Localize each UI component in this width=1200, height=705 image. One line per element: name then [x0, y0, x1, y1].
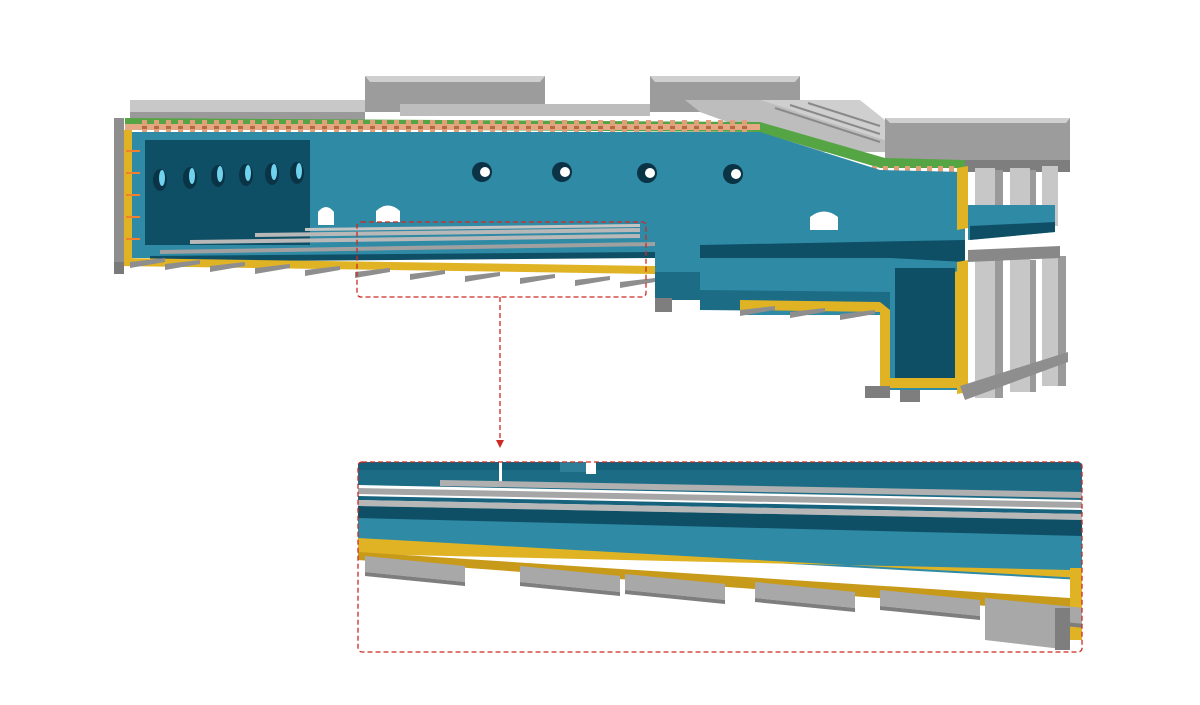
detail-frame — [357, 461, 1083, 653]
detail-enlargement — [357, 461, 1083, 653]
support-beam — [880, 590, 980, 616]
zoom-source-box — [356, 221, 647, 298]
support-beam — [900, 390, 920, 402]
support-beam — [305, 266, 340, 276]
detail-support-beams — [365, 556, 1082, 650]
hearth-skid-rails — [150, 224, 655, 262]
support-beam — [740, 306, 775, 316]
support-beam — [365, 556, 465, 582]
burner-ports — [153, 162, 838, 230]
support-beam — [840, 310, 875, 320]
support-beam — [410, 270, 445, 280]
support-beam — [655, 298, 672, 312]
support-beam — [210, 262, 245, 272]
support-beam — [625, 574, 725, 600]
support-beam — [355, 268, 390, 278]
zoom-callout — [356, 221, 647, 448]
support-beam — [130, 258, 165, 268]
support-beam — [165, 260, 200, 270]
support-beam — [520, 566, 620, 592]
support-beam — [755, 582, 855, 608]
support-beam — [575, 276, 610, 286]
support-beam — [985, 598, 1070, 650]
support-beam — [865, 386, 890, 398]
support-beam — [255, 264, 290, 274]
right-side-columns — [960, 166, 1068, 400]
furnace-cutaway — [114, 76, 1070, 402]
support-beam — [620, 278, 655, 288]
support-beam — [520, 274, 555, 284]
callout-arrowhead — [496, 440, 504, 448]
support-beam — [465, 272, 500, 282]
hearth-support-beams — [130, 258, 920, 402]
left-wall-anchors — [126, 150, 140, 240]
support-beam — [790, 308, 825, 318]
roof-slabs — [130, 76, 1070, 172]
